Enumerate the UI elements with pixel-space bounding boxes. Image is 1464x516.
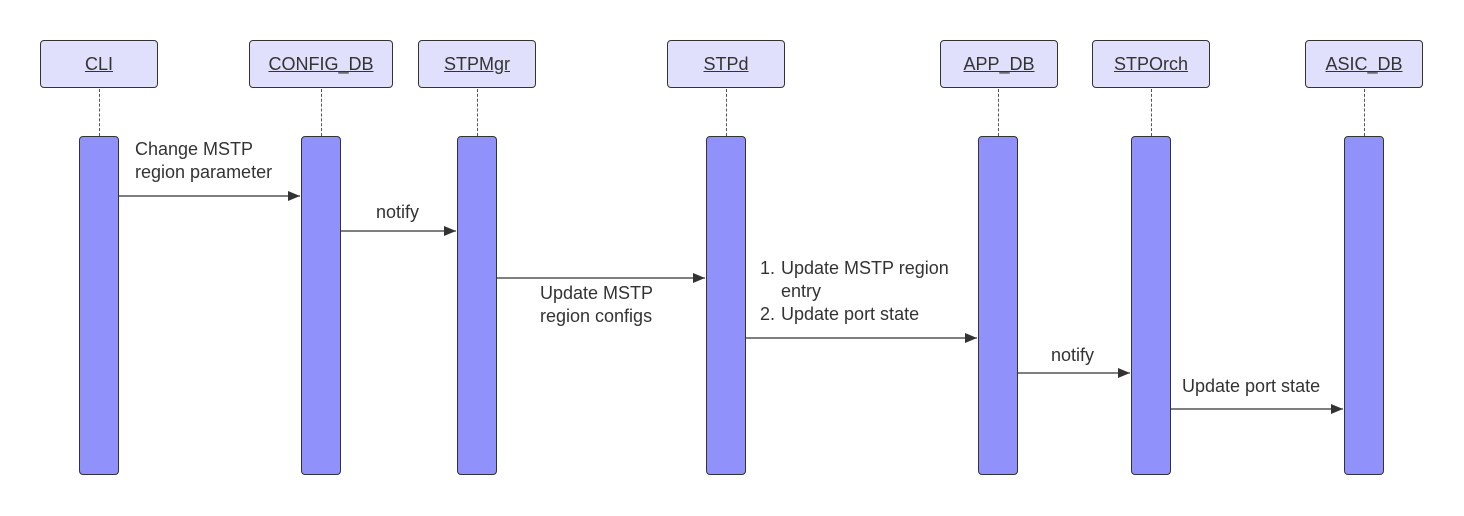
actor-stpd-label: STPd [703,53,749,74]
activation-stpmgr [457,136,497,475]
update-steps-item-2: 2.Update port state [760,303,949,326]
update-steps-item-1: 1.Update MSTP region entry [760,257,949,303]
message-label-notify-2: notify [1051,345,1095,365]
lifeline-asic-db [1364,89,1365,136]
actor-config-db-label: CONFIG_DB [268,53,374,74]
actor-stpmgr-label: STPMgr [443,53,510,74]
actor-asic-db: ASIC_DB [1305,40,1423,88]
update-steps-text-1b: entry [781,281,822,301]
activation-stpd [706,136,746,475]
lifeline-stpd [726,89,727,136]
message-label-update-mstp-configs: Update MSTP region configs [540,282,653,328]
message-label-update-port-state: Update port state [1182,376,1321,396]
lifeline-stpmgr [477,89,478,136]
lifeline-config-db [321,89,322,136]
activation-app-db [978,136,1018,475]
lifeline-stporch [1151,89,1152,136]
update-steps-number-2: 2. [760,304,776,324]
message-label-change-mstp-line2: region parameter [135,162,273,182]
actor-stporch-label: STPOrch [1113,53,1188,74]
message-label-change-mstp: Change MSTP region parameter [135,138,272,184]
activation-stporch [1131,136,1171,475]
message-label-update-steps: 1.Update MSTP region entry 2.Update port… [760,257,949,326]
update-steps-text-2: Update port state [781,304,920,324]
message-label-change-mstp-line1: Change MSTP [135,139,254,159]
actor-config-db: CONFIG_DB [249,40,393,88]
actor-cli-label: CLI [84,53,113,74]
actor-app-db: APP_DB [940,40,1058,88]
message-label-update-mstp-configs-line1: Update MSTP [540,283,654,303]
message-label-update-mstp-configs-line2: region configs [540,306,653,326]
actor-stporch: STPOrch [1092,40,1210,88]
actor-cli: CLI [40,40,158,88]
actor-stpmgr: STPMgr [418,40,536,88]
actor-app-db-label: APP_DB [963,53,1035,74]
activation-config-db [301,136,341,475]
activation-asic-db [1344,136,1384,475]
update-steps-number-1: 1. [760,258,776,278]
actor-asic-db-label: ASIC_DB [1325,53,1403,74]
actor-stpd: STPd [667,40,785,88]
update-steps-text-1a: Update MSTP region [781,258,949,278]
update-steps-list: 1.Update MSTP region entry 2.Update port… [760,257,949,326]
lifeline-app-db [998,89,999,136]
activation-cli [79,136,119,475]
message-label-notify-1: notify [376,202,420,222]
lifeline-cli [99,89,100,136]
